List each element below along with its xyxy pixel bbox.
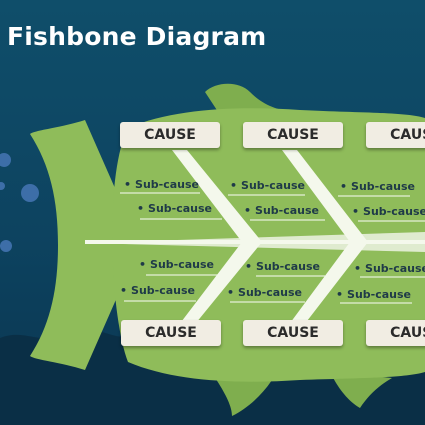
sub-cause-label: Sub-cause: [150, 258, 215, 271]
sub-cause-label: Sub-cause: [148, 202, 213, 215]
sub-cause-item: •Sub-cause: [227, 286, 302, 299]
bubbles: [0, 153, 39, 252]
cause-label-top-1: CAUSE: [120, 122, 220, 148]
bullet-icon: •: [352, 205, 360, 218]
sub-cause-label: Sub-cause: [256, 260, 321, 273]
sub-cause-label: Sub-cause: [238, 286, 303, 299]
sub-cause-item: •Sub-cause: [120, 284, 195, 297]
sub-cause-label: Sub-cause: [347, 288, 412, 301]
cause-label-bottom-2: CAUSE: [243, 320, 343, 346]
sub-cause-label: Sub-cause: [365, 262, 425, 275]
cause-label-top-3: CAUSE: [366, 122, 425, 148]
bullet-icon: •: [139, 258, 147, 271]
sub-cause-item: •Sub-cause: [336, 288, 411, 301]
bullet-icon: •: [336, 288, 344, 301]
cause-label-bottom-1: CAUSE: [121, 320, 221, 346]
sub-cause-label: Sub-cause: [135, 178, 200, 191]
bullet-icon: •: [227, 286, 235, 299]
bullet-icon: •: [340, 180, 348, 193]
sub-cause-label: Sub-cause: [241, 179, 306, 192]
cause-label-top-2: CAUSE: [243, 122, 343, 148]
rib-bones: [172, 150, 368, 334]
page-title: Fishbone Diagram: [7, 22, 267, 51]
sub-cause-item: •Sub-cause: [244, 204, 319, 217]
sub-cause-item: •Sub-cause: [124, 178, 199, 191]
sub-cause-label: Sub-cause: [131, 284, 196, 297]
bullet-icon: •: [120, 284, 128, 297]
sub-cause-item: •Sub-cause: [340, 180, 415, 193]
sub-cause-label: Sub-cause: [255, 204, 320, 217]
sub-cause-item: •Sub-cause: [230, 179, 305, 192]
bullet-icon: •: [244, 204, 252, 217]
sub-cause-label: Sub-cause: [363, 205, 425, 218]
cause-label-bottom-3: CAUSE: [366, 320, 425, 346]
sub-cause-item: •Sub-cause: [137, 202, 212, 215]
sub-cause-lines: [120, 192, 425, 304]
bullet-icon: •: [354, 262, 362, 275]
sub-cause-item: •Sub-cause: [245, 260, 320, 273]
bullet-icon: •: [230, 179, 238, 192]
fish-bottom-fin-right: [330, 372, 392, 408]
fish-tail: [30, 120, 140, 370]
bullet-icon: •: [124, 178, 132, 191]
bullet-icon: •: [245, 260, 253, 273]
sub-cause-item: •Sub-cause: [352, 205, 425, 218]
sub-cause-label: Sub-cause: [351, 180, 416, 193]
sub-cause-item: •Sub-cause: [139, 258, 214, 271]
sub-cause-item: •Sub-cause: [354, 262, 425, 275]
bullet-icon: •: [137, 202, 145, 215]
